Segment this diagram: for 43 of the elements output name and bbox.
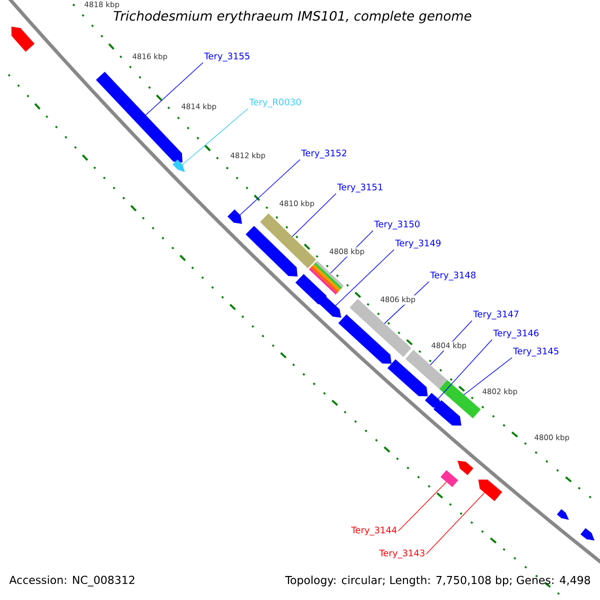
leader-line (398, 482, 447, 532)
gene-label: Tery_3148 (430, 272, 476, 280)
gene-label: Tery_3147 (473, 310, 518, 320)
gene-block (295, 274, 328, 305)
gene-block (556, 509, 569, 520)
gene-block (580, 528, 595, 541)
gene-bar (308, 260, 344, 295)
gene-label: Tery_3155 (204, 52, 250, 62)
leader-line (426, 492, 485, 554)
gene-label: Tery_3151 (337, 184, 382, 192)
gene-label: Tery_3149 (395, 240, 441, 248)
gene-block (11, 26, 35, 52)
gene-block (433, 400, 462, 426)
leader-line (335, 249, 394, 306)
gene-label: Tery_3146 (493, 330, 539, 338)
gene-block (172, 160, 185, 172)
footer-text: Accession: NC_008312 (9, 576, 134, 586)
gene-block (228, 209, 242, 224)
gene-block (320, 297, 342, 318)
gene-bar (405, 350, 448, 390)
leader-line (292, 193, 336, 237)
gene-label: Tery_3150 (374, 220, 420, 230)
leader-line (182, 108, 248, 165)
title: Trichodesmium erythraeum IMS101, complete genome (114, 10, 472, 24)
gene-label: Tery_3145 (513, 348, 558, 356)
gene-label: Tery_3152 (301, 150, 346, 158)
leader-line (464, 357, 512, 396)
gene-bar (439, 380, 481, 418)
gene-block (96, 72, 183, 162)
leader-line (240, 159, 300, 216)
leader-line (145, 62, 204, 116)
gene-bar (260, 213, 316, 268)
leader-line (438, 339, 492, 400)
gene-block (458, 460, 474, 476)
footer-text: Topology: circular; Length: 7,750,108 bp; Genes: 4,498 (285, 576, 590, 586)
gene-block (387, 359, 428, 396)
gene-label: Tery_R0030 (249, 98, 301, 108)
gene-block (478, 480, 502, 502)
gene-label: Tery_3144 (351, 526, 397, 536)
gene-label: Tery_3143 (379, 550, 424, 558)
gene-bar (440, 470, 458, 488)
gene-block (338, 314, 392, 364)
gene-block (246, 226, 298, 276)
